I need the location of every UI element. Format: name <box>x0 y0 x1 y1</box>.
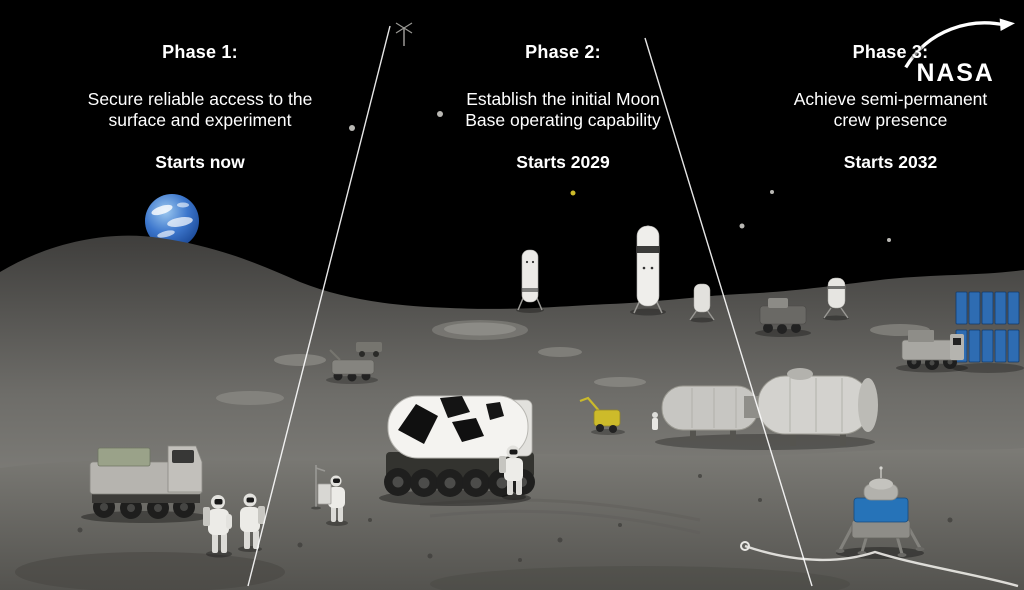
power-cable <box>740 541 1019 588</box>
distant-lander-b <box>823 277 849 321</box>
divider-line-2 <box>644 37 813 587</box>
astronaut-left-2 <box>238 493 265 552</box>
solar-array <box>952 291 1024 373</box>
phase-2-description: Establish the initial Moon Base operatin… <box>465 89 661 130</box>
craters <box>216 320 930 405</box>
phase-1-start-date: Starts now <box>155 152 245 173</box>
rocket-2 <box>630 225 666 316</box>
astronaut-center <box>499 445 526 500</box>
nasa-logo: NASA <box>904 18 1015 87</box>
nasa-swoosh-icon <box>904 18 1015 69</box>
utility-rovers <box>326 342 382 384</box>
habitat-modules <box>652 368 878 450</box>
earth <box>145 194 199 248</box>
nasa-logo-text: NASA <box>916 59 994 87</box>
phase-3-block: Phase 3: Achieve semi-permanent crew pre… <box>768 42 1013 173</box>
flatbed-truck <box>81 445 209 523</box>
phase-3-start-date: Starts 2032 <box>843 152 938 173</box>
foreground-shading <box>15 498 850 590</box>
astronaut-with-panel <box>317 475 348 526</box>
phase-2-start-date: Starts 2029 <box>516 152 610 173</box>
phase-1-description: Secure reliable access to the surface an… <box>87 89 313 130</box>
divider-line-1 <box>247 25 391 587</box>
phase-2-title: Phase 2: <box>525 42 601 62</box>
logistics-truck <box>896 330 968 373</box>
rocket-1 <box>516 249 544 313</box>
drone-icon <box>395 22 413 46</box>
phase-1-title: Phase 1: <box>162 42 238 62</box>
robot-arm-vehicle <box>579 396 625 435</box>
phase-3-description: Achieve semi-permanent crew presence <box>793 89 988 130</box>
astronaut-left-1 <box>203 495 232 558</box>
phase-1-block: Phase 1: Secure reliable access to the s… <box>40 42 360 173</box>
phase-2-block: Phase 2: Establish the initial Moon Base… <box>433 42 693 173</box>
survey-pole <box>311 465 326 510</box>
astronaut-small <box>652 412 658 430</box>
rocks <box>77 468 953 562</box>
lander-blue-tank <box>853 497 909 523</box>
pressurized-rover <box>379 395 535 506</box>
distant-rover <box>755 298 811 337</box>
phase-3-title: Phase 3: <box>852 42 929 62</box>
distant-lander-a <box>689 283 715 323</box>
